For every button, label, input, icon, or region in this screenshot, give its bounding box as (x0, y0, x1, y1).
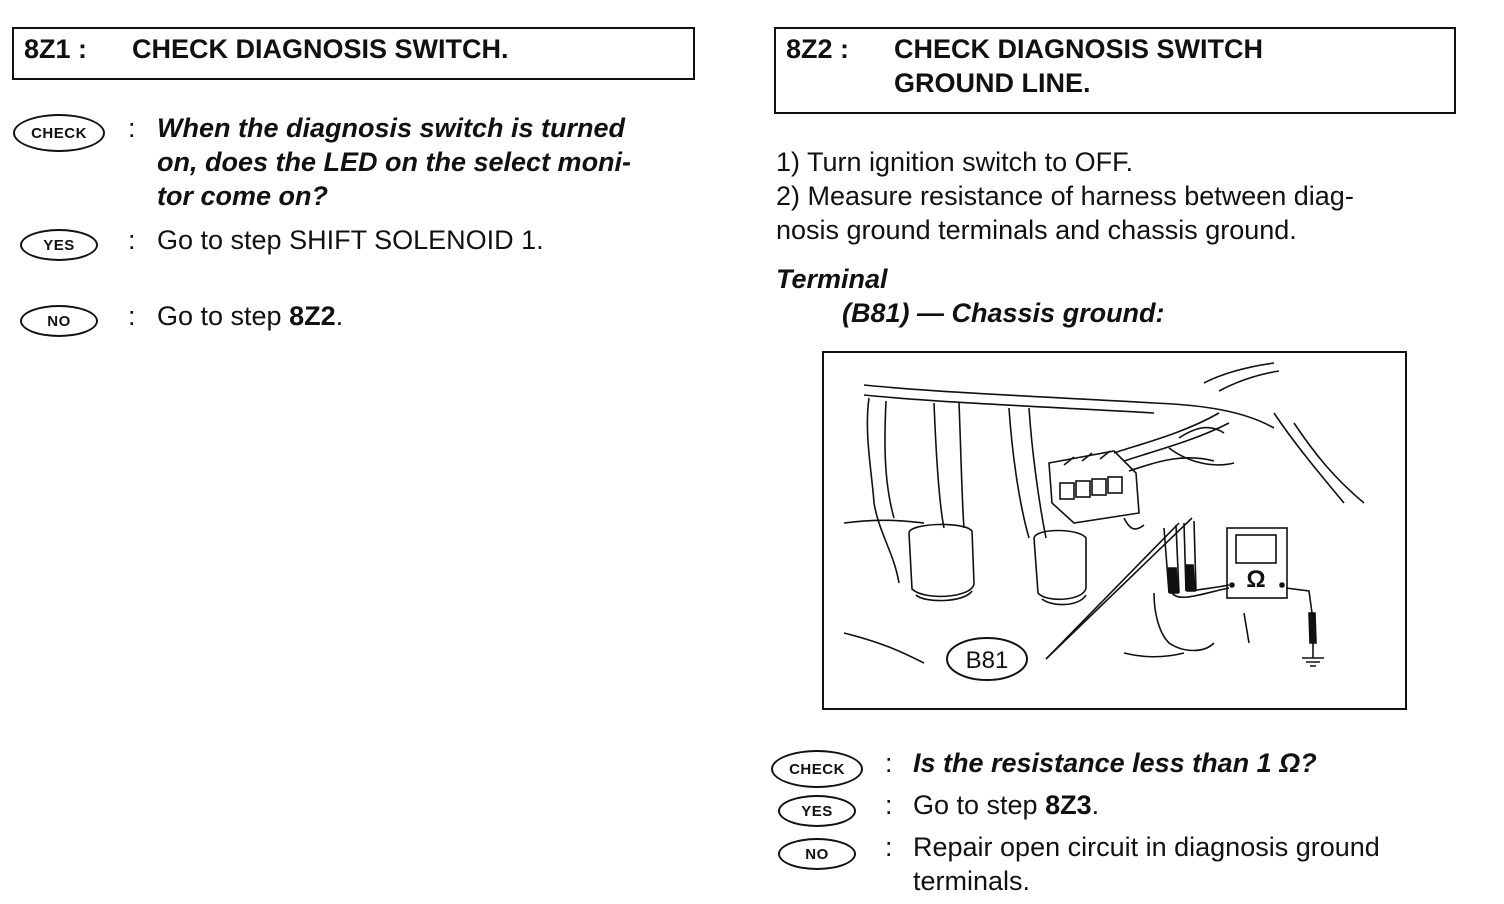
yes-badge: YES (778, 795, 856, 827)
separator-colon: : (128, 301, 136, 331)
step-title: CHECK DIAGNOSIS SWITCH. (132, 34, 509, 64)
separator-colon: : (885, 790, 893, 820)
no-action: Go to step 8Z2. (157, 299, 343, 333)
yes-action: Go to step 8Z3. (913, 788, 1099, 822)
step-code: 8Z2 : (786, 34, 850, 64)
no-badge: NO (778, 838, 856, 870)
separator-colon: : (885, 832, 893, 862)
no-action-prefix: Go to step (157, 301, 290, 331)
check-question-line1: When the diagnosis switch is turned (157, 113, 626, 143)
step-8z2-header: 8Z2 : CHECK DIAGNOSIS SWITCH GROUND LINE… (774, 27, 1456, 114)
step-title-line2: GROUND LINE. (894, 68, 1091, 98)
instruction-step-2-line2: nosis ground terminals and chassis groun… (776, 215, 1297, 245)
check-badge: CHECK (13, 114, 105, 152)
yes-action-suffix: . (1091, 790, 1100, 820)
terminal-label: Terminal (776, 264, 888, 294)
check-question: Is the resistance less than 1 Ω? (913, 748, 1317, 778)
separator-colon: : (885, 748, 893, 778)
yes-action-step-link[interactable]: 8Z3 (1045, 790, 1092, 820)
step-title-line1: CHECK DIAGNOSIS SWITCH (894, 34, 1264, 64)
instruction-step-2-line1: 2) Measure resistance of harness between… (776, 181, 1354, 211)
check-badge: CHECK (771, 750, 863, 788)
no-action-suffix: . (335, 301, 344, 331)
yes-badge: YES (20, 229, 98, 261)
terminal-spec: (B81) — Chassis ground: (842, 298, 1165, 328)
separator-colon: : (128, 113, 136, 143)
no-action-step-link[interactable]: 8Z2 (289, 301, 336, 331)
step-code: 8Z1 : (24, 34, 88, 64)
ohm-symbol: Ω (1246, 566, 1265, 593)
step-8z1-header: 8Z1 : CHECK DIAGNOSIS SWITCH. (12, 27, 695, 80)
separator-colon: : (128, 225, 136, 255)
yes-action-prefix: Go to step (913, 790, 1046, 820)
connector-label: B81 (966, 647, 1009, 674)
no-action-line1: Repair open circuit in diagnosis ground (913, 832, 1380, 862)
no-action-line2: terminals. (913, 866, 1031, 896)
instruction-step-1: 1) Turn ignition switch to OFF. (776, 147, 1134, 177)
check-question-line3: tor come on? (157, 181, 329, 211)
pedal-connector-drawing: B81 Ω (843, 362, 1365, 681)
check-question-line2: on, does the LED on the select moni- (157, 147, 632, 177)
no-badge: NO (20, 305, 98, 337)
yes-action: Go to step SHIFT SOLENOID 1. (157, 225, 544, 255)
wiring-illustration: B81 Ω (822, 351, 1407, 710)
